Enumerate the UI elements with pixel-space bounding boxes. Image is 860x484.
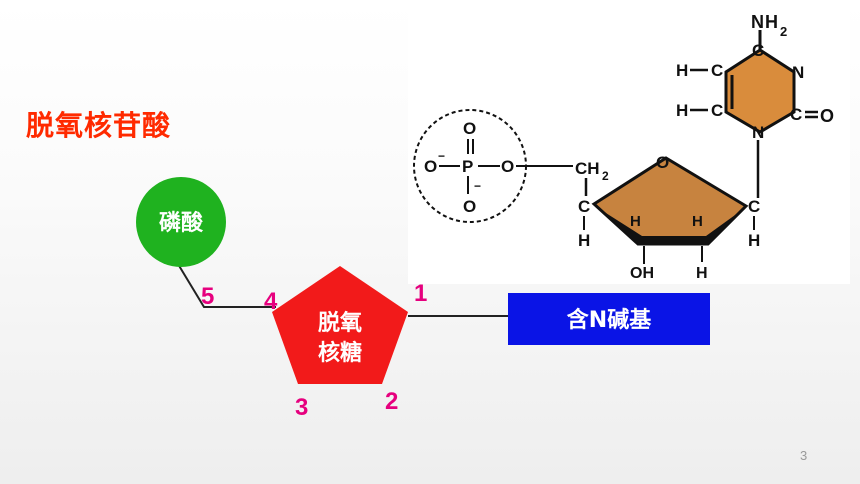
atom-h: H [765,12,778,32]
atom-h1: H [748,231,760,250]
sugar-ring-front-edge [594,204,746,244]
atom-h-left1: H [676,61,688,80]
phosphate-node [136,177,226,267]
atom-ring-o: O [656,153,669,172]
carbon-number-2: 2 [385,388,398,415]
base-label: 含N碱基 [567,307,652,333]
sugar-label-line2: 核糖 [318,340,362,366]
atom-h4: H [578,231,590,250]
atom-c-left2: C [711,101,723,120]
atom-c-left1: C [711,61,723,80]
atom-c4: C [578,197,590,216]
page-title: 脱氧核苷酸 [26,109,172,142]
atom-n-right: N [792,63,804,82]
atom-oh: OH [630,265,654,282]
atom-h3: H [630,213,641,230]
atom-o-left: O [424,157,437,176]
atom-o-bottom: O [463,197,476,216]
charge-neg-bottom: − [474,179,481,193]
sugar-label-line1: 脱氧 [318,311,362,336]
sugar-node [272,266,408,384]
nucleotide-structure-svg: N H 2 C N C O N H C H C O O − P O O − CH… [413,12,834,282]
atom-h2-bottom: H [696,265,708,282]
atom-n-bottom: N [752,123,764,142]
atom-c-right: C [790,105,802,124]
atom-p: P [462,157,473,176]
carbon-number-3: 3 [295,394,308,421]
atom-o-right-p: O [501,157,514,176]
nucleotide-structure-panel: N H 2 C N C O N H C H C O O − P O O − CH… [408,8,850,284]
carbon-number-4: 4 [264,288,278,315]
atom-c-top: C [752,41,764,60]
atom-ch2: CH [575,159,600,178]
subscript-2-ch2: 2 [602,169,609,183]
carbon-number-5: 5 [201,283,214,310]
base-node [508,293,710,345]
atom-o-top: O [463,119,476,138]
atom-c1: C [748,197,760,216]
page-number: 3 [800,448,808,463]
carbon-number-1: 1 [414,280,427,307]
charge-neg-left: − [438,149,445,163]
phosphate-label: 磷酸 [159,211,204,236]
atom-n: N [751,12,764,32]
atom-o-right: O [820,106,834,126]
atom-h-left2: H [676,101,688,120]
phosphate-sugar-bond [177,263,276,308]
base-ring [724,48,796,134]
subscript-2: 2 [780,24,787,39]
atom-h2: H [692,213,703,230]
